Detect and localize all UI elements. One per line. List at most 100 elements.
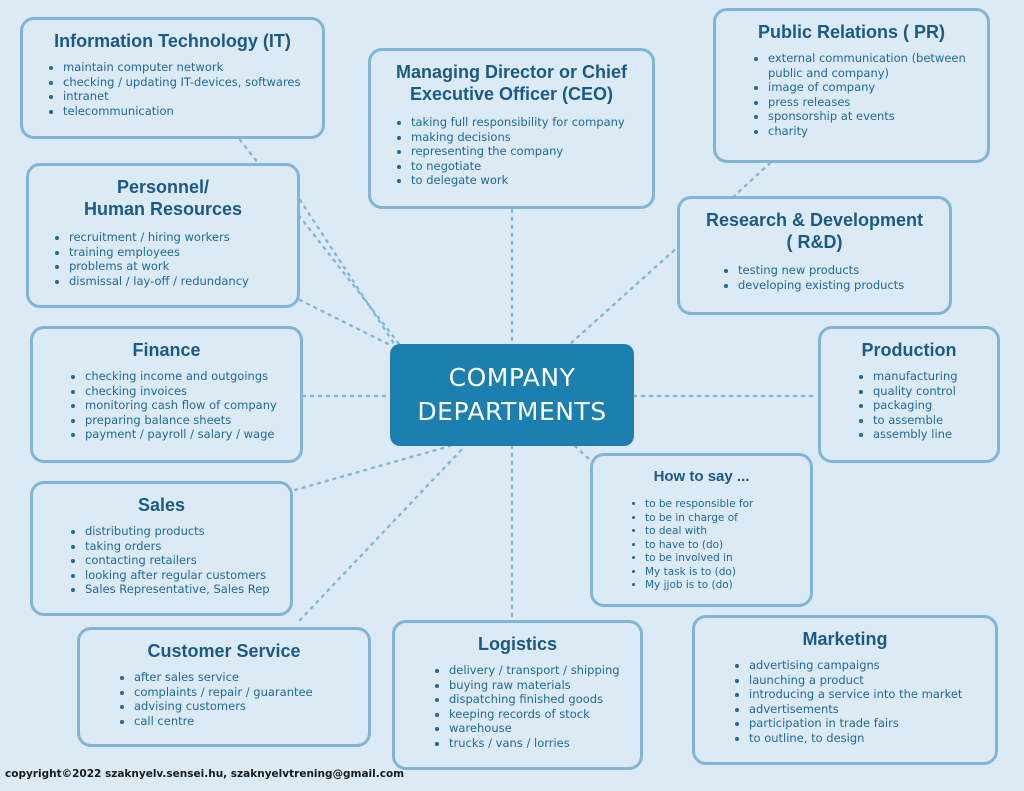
dept-box-finance: Finance checking income and outgoings ch… xyxy=(30,326,303,463)
dept-title-sales: Sales xyxy=(137,495,186,515)
list-item: testing new products xyxy=(738,263,937,278)
dept-box-marketing: Marketing advertising campaigns launchin… xyxy=(692,615,998,765)
connector-hr-2 xyxy=(298,298,392,347)
list-item: to deal with xyxy=(645,525,798,539)
list-item: advertising campaigns xyxy=(749,658,983,673)
how-to-say-title: How to say ... xyxy=(653,468,750,485)
list-item: taking orders xyxy=(85,539,278,554)
list-item: dispatching finished goods xyxy=(449,692,628,707)
list-item: recruitment / hiring workers xyxy=(69,230,285,245)
list-item: looking after regular customers xyxy=(85,568,278,583)
dept-list-pr: external communication (between public a… xyxy=(728,51,975,138)
connector-pr xyxy=(728,161,772,202)
copyright-notice: copyright©2022 szaknyelv.sensei.hu, szak… xyxy=(5,768,405,780)
dept-title-ceo-line1: Managing Director or Chief xyxy=(395,62,628,82)
connector-customer-service xyxy=(298,444,467,622)
connector-howto xyxy=(573,444,592,462)
list-item: Sales Representative, Sales Rep xyxy=(85,582,278,597)
list-item: complaints / repair / guarantee xyxy=(134,685,356,700)
how-to-say-list: to be responsible for to be in charge of… xyxy=(605,498,798,593)
list-item: image of company xyxy=(768,80,969,95)
list-item: manufacturing xyxy=(873,369,985,384)
list-item: to negotiate xyxy=(411,159,640,174)
list-item: to delegate work xyxy=(411,173,640,188)
center-title-line2: DEPARTMENTS xyxy=(417,397,607,426)
list-item: to assemble xyxy=(873,413,985,428)
list-item: to be in charge of xyxy=(645,512,798,526)
list-item: keeping records of stock xyxy=(449,707,628,722)
list-item: My jjob is to (do) xyxy=(645,579,798,593)
list-item: assembly line xyxy=(873,427,985,442)
list-item: dismissal / lay-off / redundancy xyxy=(69,274,285,289)
how-to-say-box: How to say ... to be responsible for to … xyxy=(590,453,813,607)
connector-hr xyxy=(298,198,397,347)
list-item: taking full responsibility for company xyxy=(411,115,640,130)
list-item: launching a product xyxy=(749,673,983,688)
dept-list-customer-service: after sales service complaints / repair … xyxy=(92,670,356,728)
list-item: to have to (do) xyxy=(645,539,798,553)
dept-title-customer-service: Customer Service xyxy=(147,641,301,661)
dept-title-hr: Personnel/ Human Resources xyxy=(41,176,285,220)
connector-it xyxy=(238,138,402,347)
list-item: press releases xyxy=(768,95,969,110)
list-item: charity xyxy=(768,124,969,139)
dept-list-rnd: testing new products developing existing… xyxy=(692,263,937,292)
list-item: packaging xyxy=(873,398,985,413)
list-item: monitoring cash flow of company xyxy=(85,398,288,413)
dept-title-hr-line1: Personnel/ xyxy=(116,177,210,197)
company-departments-center: COMPANY DEPARTMENTS xyxy=(390,344,634,446)
list-item: checking income and outgoings xyxy=(85,369,288,384)
list-item: maintain computer network xyxy=(63,60,310,75)
list-item: representing the company xyxy=(411,144,640,159)
dept-box-hr: Personnel/ Human Resources recruitment /… xyxy=(26,163,300,308)
dept-box-customer-service: Customer Service after sales service com… xyxy=(77,627,371,747)
list-item: intranet xyxy=(63,89,310,104)
dept-box-sales: Sales distributing products taking order… xyxy=(30,481,293,616)
list-item: contacting retailers xyxy=(85,553,278,568)
dept-title-finance: Finance xyxy=(132,340,201,360)
dept-title-rnd-line2: ( R&D) xyxy=(786,232,843,252)
list-item: delivery / transport / shipping xyxy=(449,663,628,678)
dept-box-it: Information Technology (IT) maintain com… xyxy=(20,17,325,139)
list-item: problems at work xyxy=(69,259,285,274)
dept-title-pr: Public Relations ( PR) xyxy=(757,22,946,42)
dept-box-production: Production manufacturing quality control… xyxy=(818,326,1000,463)
dept-list-marketing: advertising campaigns launching a produc… xyxy=(707,658,983,745)
list-item: call centre xyxy=(134,714,356,729)
list-item: quality control xyxy=(873,384,985,399)
dept-title-production: Production xyxy=(861,340,957,360)
list-item: to be responsible for xyxy=(645,498,798,512)
list-item: training employees xyxy=(69,245,285,260)
list-item: sponsorship at events xyxy=(768,109,969,124)
connector-sales xyxy=(293,444,452,492)
list-item: checking / updating IT-devices, software… xyxy=(63,75,310,90)
dept-list-sales: distributing products taking orders cont… xyxy=(45,524,278,597)
list-item: advertisements xyxy=(749,702,983,717)
list-item: introducing a service into the market xyxy=(749,687,983,702)
list-item: to be involved in xyxy=(645,552,798,566)
dept-list-production: manufacturing quality control packaging … xyxy=(833,369,985,442)
dept-title-hr-line2: Human Resources xyxy=(83,199,243,219)
list-item: warehouse xyxy=(449,721,628,736)
dept-title-logistics: Logistics xyxy=(477,634,557,654)
list-item: preparing balance sheets xyxy=(85,413,288,428)
list-item: telecommunication xyxy=(63,104,310,119)
connector-rnd xyxy=(568,243,682,346)
dept-title-rnd-line1: Research & Development xyxy=(705,210,924,230)
list-item: checking invoices xyxy=(85,384,288,399)
list-item: distributing products xyxy=(85,524,278,539)
dept-box-rnd: Research & Development ( R&D) testing ne… xyxy=(677,196,952,315)
list-item: buying raw materials xyxy=(449,678,628,693)
dept-title-ceo: Managing Director or Chief Executive Off… xyxy=(383,61,640,105)
list-item: My task is to (do) xyxy=(645,566,798,580)
dept-list-it: maintain computer network checking / upd… xyxy=(35,60,310,118)
list-item: after sales service xyxy=(134,670,356,685)
list-item: to outline, to design xyxy=(749,731,983,746)
dept-title-rnd: Research & Development ( R&D) xyxy=(692,209,937,253)
dept-list-finance: checking income and outgoings checking i… xyxy=(45,369,288,442)
list-item: external communication (between public a… xyxy=(768,51,969,80)
list-item: making decisions xyxy=(411,130,640,145)
list-item: advising customers xyxy=(134,699,356,714)
